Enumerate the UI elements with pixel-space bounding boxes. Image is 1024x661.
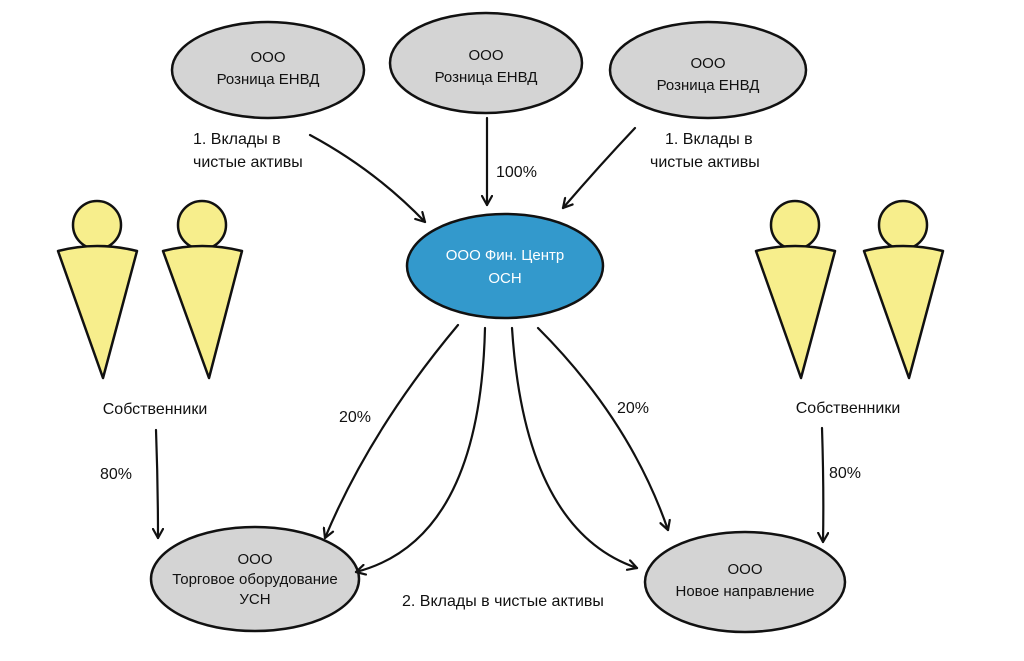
edge-center-to-bottom-left-2	[354, 326, 487, 572]
edge-owners-left-to-bottom-left	[156, 428, 158, 540]
node-label-line1: ООО	[237, 551, 272, 568]
owner-figure-right-2	[862, 199, 945, 380]
person-body	[862, 244, 945, 380]
edge-top-right-to-center	[561, 126, 637, 210]
edge-label-left-top-line1: 1. Вклады в	[193, 131, 281, 148]
node-label-line3: УСН	[239, 591, 270, 608]
person-head	[877, 199, 929, 251]
edge-label-owners-right-share: 80%	[829, 465, 861, 482]
center-ellipse	[405, 212, 605, 320]
node-ellipse	[149, 525, 361, 633]
owners-right-label: Собственники	[796, 400, 901, 417]
node-label-line1: ООО	[727, 561, 762, 578]
node-label-line1: ООО	[690, 55, 725, 72]
top-node-left: ООО Розница ЕНВД	[170, 20, 366, 120]
node-ellipse	[388, 11, 584, 115]
bottom-node-right: ООО Новое направление	[643, 530, 847, 634]
edge-center-to-bottom-right	[510, 326, 639, 568]
edge-label-left-top-line2: чистые активы	[193, 154, 303, 171]
person-head	[71, 199, 123, 251]
node-label-line1: ООО	[468, 47, 503, 64]
node-label-line2: Новое направление	[676, 583, 815, 600]
node-ellipse	[608, 20, 808, 120]
person-head	[769, 199, 821, 251]
node-label-line1: ООО	[250, 49, 285, 66]
edge-center-to-bottom-left	[325, 323, 460, 540]
node-label-line2: Розница ЕНВД	[657, 77, 760, 94]
owner-figure-left-2	[161, 199, 244, 380]
node-label-line2: Розница ЕНВД	[217, 71, 320, 88]
edge-label-right-top-line2: чистые активы	[650, 154, 760, 171]
person-head	[176, 199, 228, 251]
bottom-node-left: ООО Торговое оборудование УСН	[149, 525, 361, 633]
edge-top-left-to-center	[308, 133, 427, 224]
edge-label-right-top-line1: 1. Вклады в	[665, 131, 753, 148]
node-label-line2: Розница ЕНВД	[435, 69, 538, 86]
top-node-right: ООО Розница ЕНВД	[608, 20, 808, 120]
owner-figure-right-1	[754, 199, 837, 380]
owner-figure-left-1	[56, 199, 139, 380]
center-label-line1: ООО Фин. Центр	[446, 247, 565, 264]
node-ellipse	[643, 530, 847, 634]
edge-label-bottom: 2. Вклады в чистые активы	[402, 593, 604, 610]
owners-left-label: Собственники	[103, 401, 208, 418]
node-ellipse	[170, 20, 366, 120]
person-body	[754, 244, 837, 380]
person-body	[56, 244, 139, 380]
edge-label-left-down: 20%	[339, 409, 371, 426]
center-label-line2: ОСН	[488, 270, 521, 287]
edge-owners-right-to-bottom-right	[822, 426, 823, 544]
edge-label-right-down: 20%	[617, 400, 649, 417]
node-label-line2: Торговое оборудование	[172, 571, 338, 588]
center-node: ООО Фин. Центр ОСН	[405, 212, 605, 320]
edge-label-middle-top: 100%	[496, 164, 537, 181]
top-node-middle: ООО Розница ЕНВД	[388, 11, 584, 115]
edge-center-to-bottom-right-2	[536, 326, 668, 532]
person-body	[161, 244, 244, 380]
edge-label-owners-left-share: 80%	[100, 466, 132, 483]
